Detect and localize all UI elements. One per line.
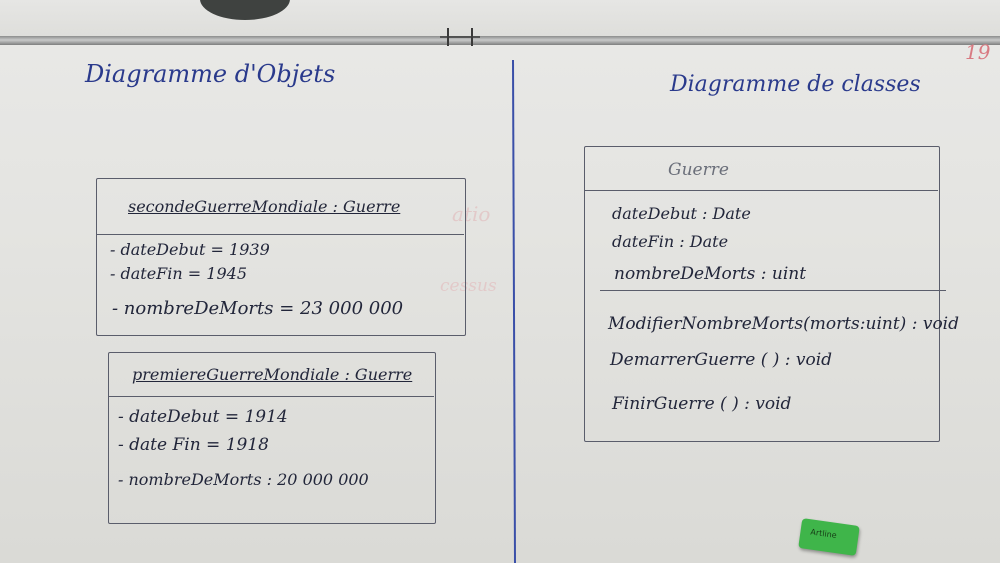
object-premiere-header: premiereGuerreMondiale : Guerre (132, 365, 413, 384)
ceiling-lamp (200, 0, 290, 20)
right-heading: Diagramme de classes (670, 72, 921, 97)
class-box-attr-divider (600, 290, 946, 291)
object-premiere-attr-3: - nombreDeMorts : 20 000 000 (118, 470, 369, 489)
object-box-seconde-divider (96, 234, 464, 235)
class-guerre-name: Guerre (668, 160, 729, 180)
object-box-seconde-guerre (96, 178, 466, 336)
rail-clips (440, 28, 480, 46)
object-box-premiere-divider (108, 396, 434, 397)
eraser-brand-label: Artline (809, 527, 838, 541)
class-guerre-op-3: FinirGuerre ( ) : void (612, 394, 792, 414)
wall (0, 0, 1000, 36)
object-seconde-attr-3: - nombreDeMorts = 23 000 000 (112, 298, 404, 319)
class-guerre-op-1: ModifierNombreMorts(morts:uint) : void (608, 314, 959, 334)
class-guerre-attr-3: nombreDeMorts : uint (614, 264, 807, 284)
board-top-rail (0, 36, 1000, 45)
class-guerre-attr-2: dateFin : Date (612, 232, 729, 251)
class-guerre-attr-1: dateDebut : Date (612, 204, 751, 223)
object-premiere-attr-1: - dateDebut = 1914 (118, 407, 288, 427)
ghost-text-2: cessus (440, 276, 497, 296)
center-divider-line (512, 60, 516, 563)
object-seconde-attr-2: - dateFin = 1945 (110, 264, 247, 283)
corner-number: 19 (965, 40, 991, 64)
ghost-text-1: atio (452, 202, 491, 226)
object-seconde-header: secondeGuerreMondiale : Guerre (128, 197, 401, 216)
left-heading: Diagramme d'Objets (85, 60, 336, 88)
object-seconde-attr-1: - dateDebut = 1939 (110, 240, 270, 259)
class-box-name-divider (584, 190, 938, 191)
class-guerre-op-2: DemarrerGuerre ( ) : void (610, 350, 833, 370)
object-premiere-attr-2: - date Fin = 1918 (118, 435, 269, 455)
object-box-premiere-guerre (108, 352, 436, 524)
class-box-guerre (584, 146, 940, 442)
